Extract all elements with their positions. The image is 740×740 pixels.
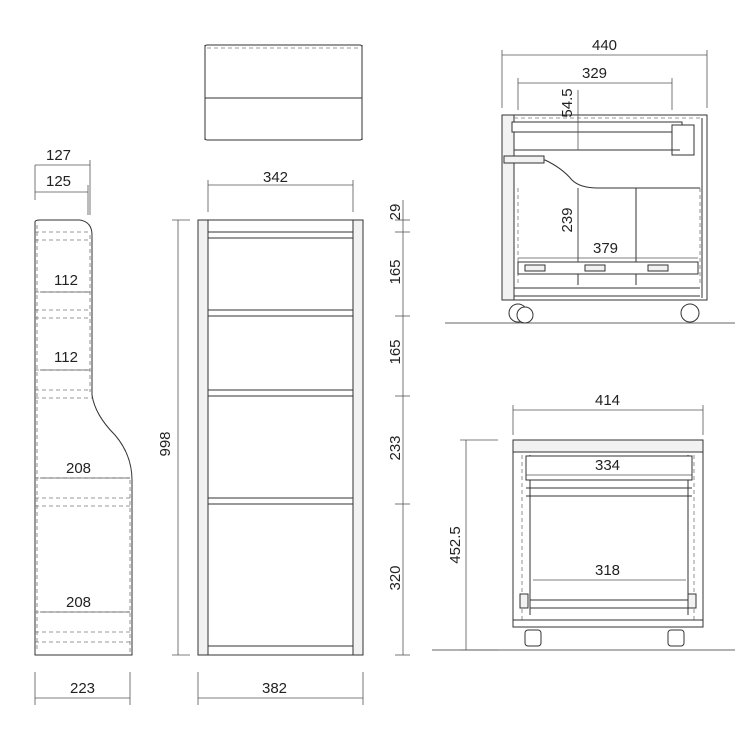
dim-seg-4: 233 [387,435,404,460]
dim-side-top-inner: 125 [46,173,71,190]
dim-cart-front-height: 452.5 [447,526,464,564]
dim-cart-front-drawer: 334 [595,457,620,474]
dim-seg-1: 29 [387,204,404,221]
dim-cart-side-rail: 379 [593,240,618,257]
dim-side-bottom: 208 [66,594,91,611]
dim-side-top-outer: 127 [46,147,71,164]
dim-cart-side-height: 239 [559,207,576,232]
side-dims [34,160,131,705]
cart-front-dims [460,405,704,651]
front-dims [172,180,410,705]
dim-side-mid: 208 [66,460,91,477]
dim-cart-front-width: 414 [595,392,620,409]
front-view [197,219,364,656]
dim-cart-side-width: 440 [592,37,617,54]
cart-front-view [432,439,735,651]
dim-cart-front-bottom: 318 [595,562,620,579]
dim-cart-side-inner: 329 [582,65,607,82]
dim-seg-2: 165 [387,259,404,284]
dim-seg-3: 165 [387,339,404,364]
top-view [204,44,363,141]
cart-side-dims [501,50,708,262]
dim-front-base: 382 [262,680,287,697]
dim-side-base: 223 [70,680,95,697]
dim-cart-side-offset: 54.5 [559,88,576,117]
side-view [34,219,133,656]
dim-side-shelf-2: 112 [54,349,78,366]
dim-seg-5: 320 [387,565,404,590]
dim-side-shelf-1: 112 [54,272,78,289]
dim-front-height: 998 [157,431,174,456]
cart-side-view [445,114,735,324]
dim-front-top-width: 342 [263,169,288,186]
dimension-labels: 127 125 112 112 208 208 223 342 382 998 … [46,37,620,697]
